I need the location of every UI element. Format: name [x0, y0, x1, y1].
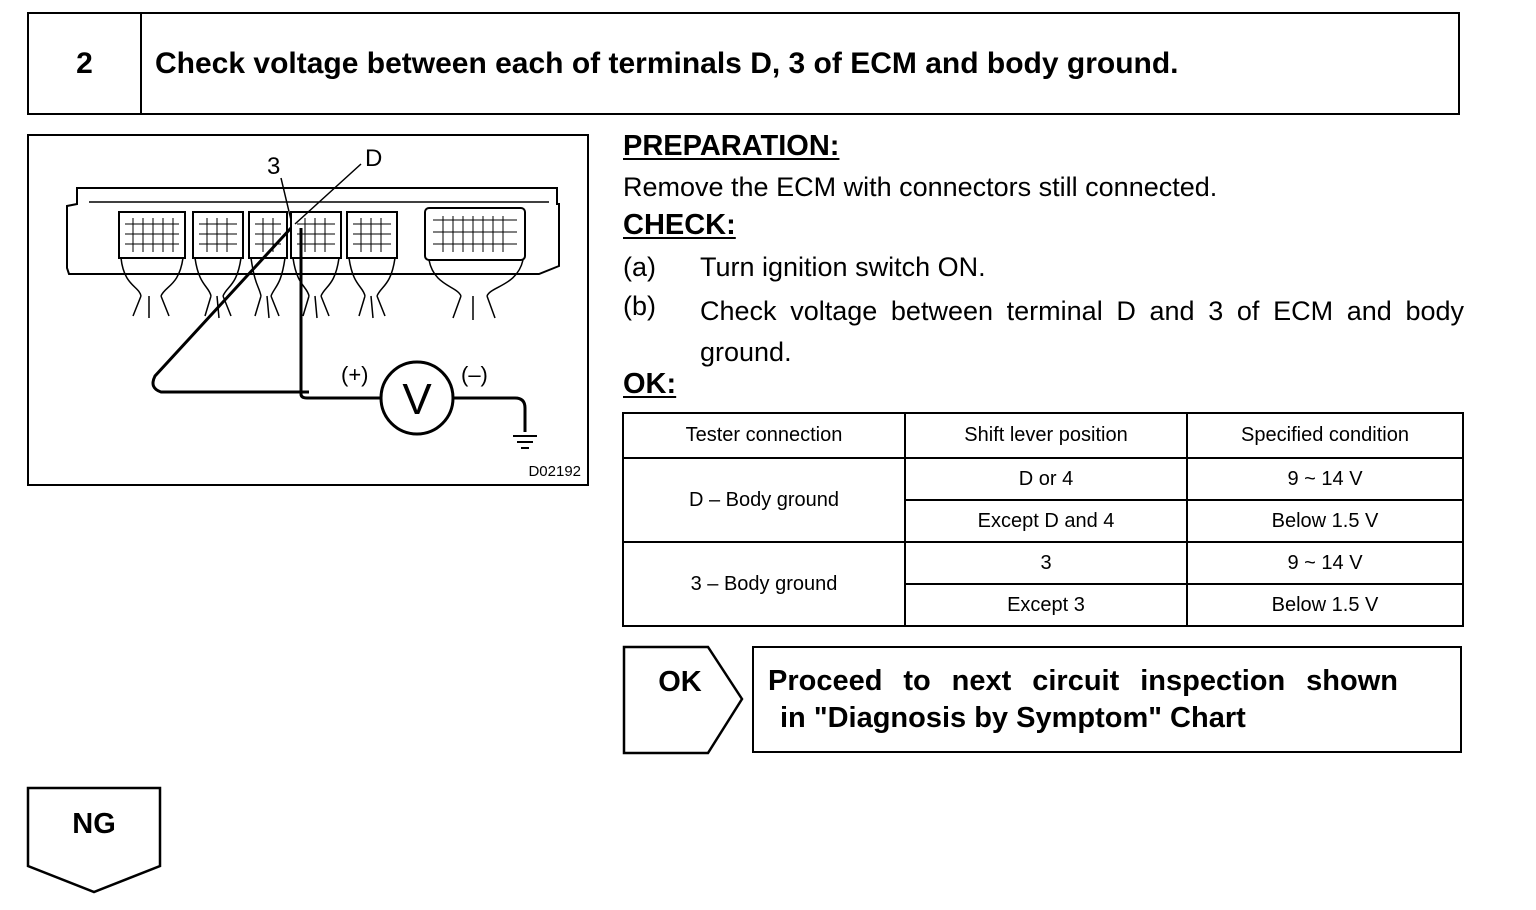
spec-table: Tester connection Shift lever position S…: [622, 412, 1464, 627]
figure-code: D02192: [528, 463, 581, 480]
table-row: Except D and 4 Below 1.5 V: [623, 499, 1464, 543]
connector-5: [346, 211, 398, 259]
check-step-a-label: (a): [623, 252, 656, 282]
check-step-a-text: Turn ignition switch ON.: [700, 252, 986, 282]
ng-arrow-icon: [26, 786, 162, 894]
table-header-row: Tester connection Shift lever position S…: [622, 412, 1464, 459]
tester-connection-cell: D – Body ground: [622, 457, 906, 543]
table-row: D – Body ground D or 4 9 ~ 14 V: [622, 457, 1464, 543]
shift-position-cell: D or 4: [904, 457, 1188, 501]
ok-result-text-line1: Proceed to next circuit inspection shown: [768, 665, 1398, 697]
condition-cell: 9 ~ 14 V: [1186, 457, 1464, 501]
ecm-diagram: 3 D (+) (–) V: [66, 145, 560, 449]
negative-label: (–): [461, 362, 488, 387]
connector-6: [424, 207, 526, 261]
step-header: 2 Check voltage between each of terminal…: [27, 12, 1460, 115]
column-header: Specified condition: [1186, 412, 1464, 459]
condition-cell: 9 ~ 14 V: [1186, 541, 1464, 585]
ground-lead: [453, 396, 527, 432]
table-row: 3 – Body ground 3 9 ~ 14 V: [622, 541, 1464, 627]
connector-3: [248, 211, 288, 259]
check-step-b-label: (b): [623, 291, 656, 321]
terminal-d-label: D: [365, 145, 382, 172]
preparation-heading: PREPARATION:: [623, 130, 840, 162]
preparation-text: Remove the ECM with connectors still con…: [623, 172, 1218, 202]
positive-label: (+): [341, 362, 369, 387]
connector-4: [290, 211, 342, 259]
ecm-wiring-figure: 3 D (+) (–) V D02192: [27, 134, 589, 486]
column-header: Tester connection: [622, 412, 906, 459]
step-title: Check voltage between each of terminals …: [155, 46, 1179, 80]
ok-label: OK: [658, 666, 702, 698]
probe-lead-d: [151, 226, 309, 394]
tester-connection-cell: 3 – Body ground: [622, 541, 906, 627]
check-heading: CHECK:: [623, 209, 736, 241]
ok-result-text-line2: in "Diagnosis by Symptom" Chart: [780, 702, 1246, 734]
step-number: 2: [29, 14, 142, 113]
voltmeter-symbol: V: [402, 375, 432, 424]
ecm-housing: [66, 187, 560, 275]
condition-cell: Below 1.5 V: [1186, 583, 1464, 627]
ok-arrow-icon: [622, 645, 744, 755]
terminal-3-label: 3: [267, 153, 280, 180]
shift-position-cell: Except D and 4: [904, 499, 1188, 543]
shift-position-cell: Except 3: [904, 583, 1188, 627]
probe-lead-3: [299, 228, 381, 400]
ok-result-box: [752, 646, 1462, 753]
connector-1: [118, 211, 186, 259]
connector-2: [192, 211, 244, 259]
shift-position-cell: 3: [904, 541, 1188, 585]
ok-heading: OK:: [623, 368, 677, 400]
ground-icon: [513, 435, 537, 449]
table-row: Except 3 Below 1.5 V: [623, 583, 1464, 627]
column-header: Shift lever position: [904, 412, 1188, 459]
condition-cell: Below 1.5 V: [1186, 499, 1464, 543]
check-step-b-text: Check voltage between terminal D and 3 o…: [700, 296, 1464, 367]
ng-label: NG: [72, 808, 116, 840]
